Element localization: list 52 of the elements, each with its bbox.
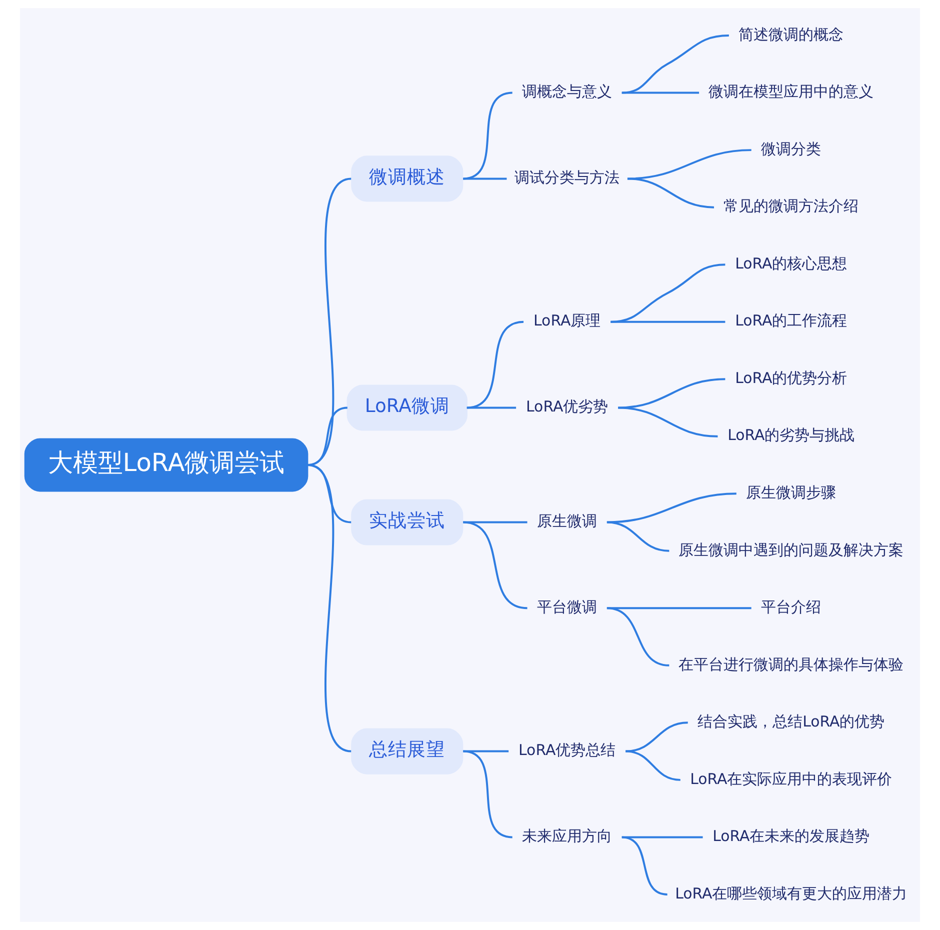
node-text: 原生微调中遇到的问题及解决方案 — [678, 540, 904, 559]
connector — [606, 492, 736, 524]
connector — [466, 320, 524, 409]
connector — [462, 92, 512, 180]
connector — [622, 836, 703, 838]
connector — [626, 750, 680, 781]
node-text: LoRA在实际应用中的表现评价 — [690, 770, 892, 788]
node-text: 原生微调步骤 — [746, 483, 836, 502]
connector — [627, 149, 752, 180]
node-text: LoRA在未来的发展趋势 — [712, 827, 870, 846]
node-text: 未来应用方向 — [522, 827, 612, 846]
node-text: 常见的微调方法介绍 — [724, 197, 859, 216]
node-text: LoRA的核心思想 — [735, 254, 848, 272]
connector — [610, 264, 726, 323]
node-text: 在平台进行微调的具体操作与体验 — [678, 655, 904, 674]
connector — [627, 178, 714, 208]
node-text: 调试分类与方法 — [514, 168, 620, 187]
node-box: 总结展望 — [351, 728, 464, 774]
node-text: 平台介绍 — [761, 598, 822, 616]
connector — [618, 378, 726, 409]
node-text: LoRA的劣势与挑战 — [728, 426, 855, 444]
node-text: LoRA的优势分析 — [735, 368, 848, 387]
connector — [622, 34, 729, 94]
node-text: 原生微调 — [537, 512, 598, 530]
connector — [618, 406, 718, 438]
connector — [462, 750, 512, 838]
connector — [610, 320, 726, 323]
connector — [622, 836, 668, 896]
node-text: LoRA优劣势 — [526, 398, 608, 416]
node-text: LoRA在哪些领域有更大的应用潜力 — [675, 884, 908, 902]
connector — [606, 521, 670, 552]
node-text: 结合实践，总结LoRA的优势 — [698, 712, 885, 731]
connector — [463, 178, 507, 180]
connector — [622, 92, 700, 94]
node-text: LoRA原理 — [534, 312, 601, 330]
node-text: 微调在模型应用中的意义 — [708, 82, 874, 101]
node-text: 微调分类 — [761, 140, 822, 158]
connector — [606, 607, 752, 610]
connector — [606, 607, 670, 666]
node-box: 实战尝试 — [351, 499, 464, 546]
node-text: 平台微调 — [537, 598, 598, 616]
connector — [463, 521, 528, 610]
node-box: 大模型LoRA微调尝试 — [24, 438, 308, 492]
node-text: LoRA的工作流程 — [735, 312, 848, 330]
node-text: 简述微调的概念 — [738, 25, 844, 44]
node-box: 微调概述 — [351, 156, 464, 202]
connector — [466, 406, 516, 409]
connector — [626, 722, 688, 752]
connector — [307, 464, 352, 752]
node-text: LoRA优势总结 — [518, 741, 616, 760]
node-box: LoRA微调 — [346, 384, 468, 431]
node-text: 调概念与意义 — [522, 82, 612, 101]
